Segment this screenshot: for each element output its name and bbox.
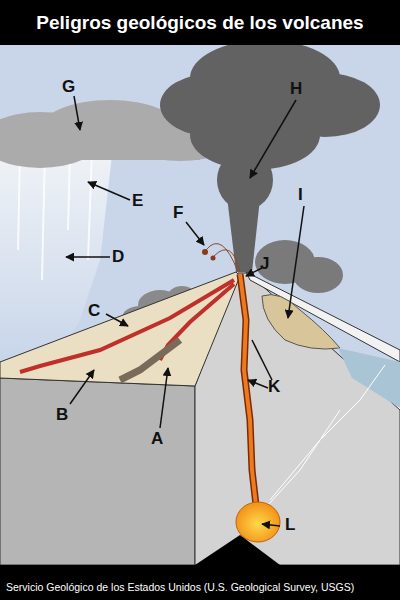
leader-arrow xyxy=(70,370,94,404)
callout-letter: H xyxy=(290,80,302,98)
leader-arrow xyxy=(288,206,304,318)
callout-letter: C xyxy=(88,302,100,320)
eruption-column xyxy=(160,40,380,272)
bomb-trajectory xyxy=(214,250,240,272)
callout-letter: E xyxy=(132,192,143,210)
callout-letter: A xyxy=(151,430,163,448)
bar-notch xyxy=(195,535,280,565)
lahar xyxy=(262,295,340,349)
leader-arrows xyxy=(66,96,304,526)
ground-front-face xyxy=(0,378,195,565)
ash-streak xyxy=(88,150,92,260)
bomb xyxy=(211,256,216,261)
leader-arrow xyxy=(248,380,268,388)
magma-chamber xyxy=(236,502,280,542)
leader-arrow xyxy=(88,182,130,200)
callout-letter: G xyxy=(62,78,75,96)
leader-arrow xyxy=(262,524,280,526)
leader-line xyxy=(252,340,272,380)
lake xyxy=(338,348,400,408)
callout-letter: I xyxy=(298,186,303,204)
caption-bar xyxy=(0,565,400,600)
lava-flow xyxy=(20,280,234,372)
title-bar xyxy=(0,0,400,45)
ash-streaks xyxy=(18,150,92,280)
bomb xyxy=(202,249,208,255)
callout-letter: D xyxy=(112,248,124,266)
bomb-trajectory xyxy=(206,244,238,272)
callout-letter: B xyxy=(56,406,68,424)
left-flank xyxy=(0,272,240,386)
leader-arrow xyxy=(246,268,262,276)
callout-letter: K xyxy=(268,378,280,396)
cloud-puff xyxy=(0,135,200,160)
caption: Servicio Geológico de los Estados Unidos… xyxy=(6,581,400,594)
leader-arrow xyxy=(74,96,80,130)
leader-arrow xyxy=(160,368,168,428)
conduit-outline xyxy=(240,274,256,505)
right-flank xyxy=(246,272,400,362)
leader-arrow xyxy=(66,256,110,258)
ash-puff xyxy=(293,257,343,293)
title: Peligros geológicos de los volcanes xyxy=(0,0,400,45)
leader-arrow xyxy=(106,314,128,326)
ash-streak xyxy=(42,150,45,280)
conduit xyxy=(240,274,256,505)
lava-dome-debris xyxy=(120,340,180,380)
leader-arrow xyxy=(250,100,296,178)
callout-letter: J xyxy=(260,255,269,273)
ground-cracks xyxy=(268,365,385,505)
cutaway-face xyxy=(195,273,400,565)
crack xyxy=(270,365,385,500)
volcanic-bombs xyxy=(202,244,240,272)
callout-letter: L xyxy=(285,516,295,534)
leader-arrow xyxy=(186,222,204,245)
callout-letter: F xyxy=(173,204,183,222)
crack xyxy=(268,410,340,505)
